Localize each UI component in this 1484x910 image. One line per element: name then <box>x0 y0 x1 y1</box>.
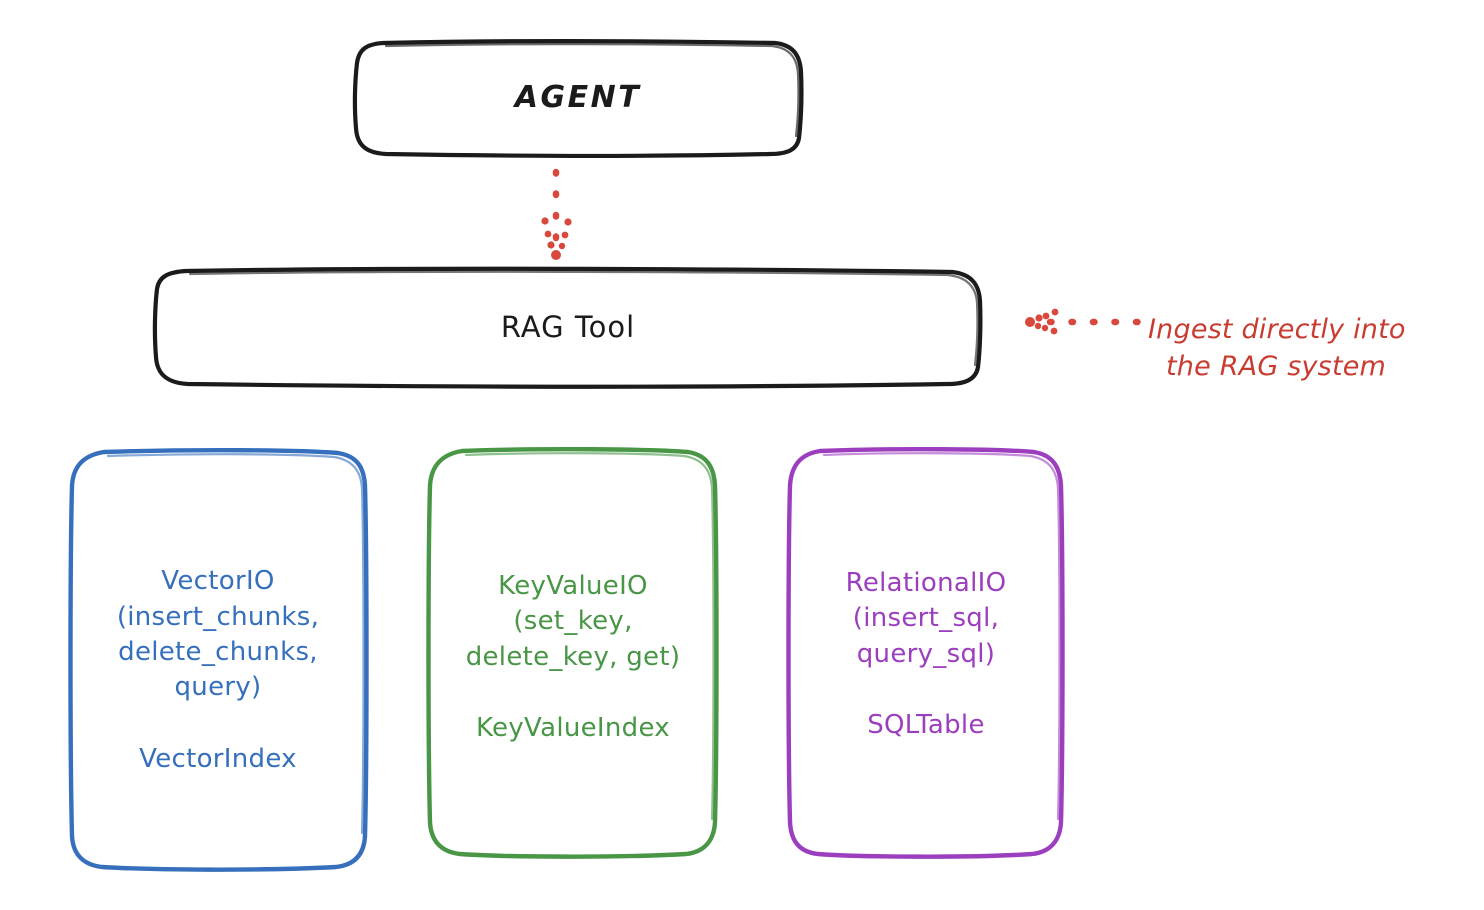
rag-tool-label: RAG Tool <box>500 309 636 344</box>
relational-io-api-label: RelationalIO (insert_sql, query_sql) <box>845 567 1007 669</box>
ingest-annotation-line1: Ingest directly into <box>1148 314 1406 346</box>
key-value-index-label: KeyValueIndex <box>475 713 670 744</box>
relational-io-box-outline <box>786 446 1065 859</box>
agent-label: AGENT <box>514 80 642 116</box>
key-value-io-api-label: KeyValueIO (set_key, delete_key, get) <box>465 570 681 672</box>
key-value-io-box[interactable]: KeyValueIO (set_key, delete_key, get) Ke… <box>430 450 716 856</box>
ingest-to-rag-arrow <box>1025 308 1142 335</box>
agent-to-rag-arrow <box>541 168 572 260</box>
rag-tool-box-outline <box>152 266 983 389</box>
vector-io-box[interactable]: VectorIO (insert_chunks, delete_chunks, … <box>70 450 366 870</box>
ingest-annotation: Ingest directly into the RAG system <box>1148 276 1468 422</box>
vector-index-label: VectorIndex <box>139 743 297 774</box>
vector-io-box-outline <box>68 447 369 872</box>
ingest-annotation-line2: the RAG system <box>1166 350 1387 382</box>
relational-io-content: RelationalIO (insert_sql, query_sql) SQL… <box>846 566 1007 740</box>
key-value-io-box-outline <box>426 446 719 859</box>
sql-table-label: SQLTable <box>867 710 985 741</box>
agent-box[interactable]: AGENT <box>355 42 801 154</box>
relational-io-box[interactable]: RelationalIO (insert_sql, query_sql) SQL… <box>790 450 1062 856</box>
vector-io-api-label: VectorIO (insert_chunks, delete_chunks, … <box>116 566 320 703</box>
vector-io-content: VectorIO (insert_chunks, delete_chunks, … <box>117 564 319 773</box>
key-value-io-content: KeyValueIO (set_key, delete_key, get) Ke… <box>466 569 681 743</box>
agent-box-outline <box>352 39 804 158</box>
rag-tool-box[interactable]: RAG Tool <box>155 270 981 384</box>
